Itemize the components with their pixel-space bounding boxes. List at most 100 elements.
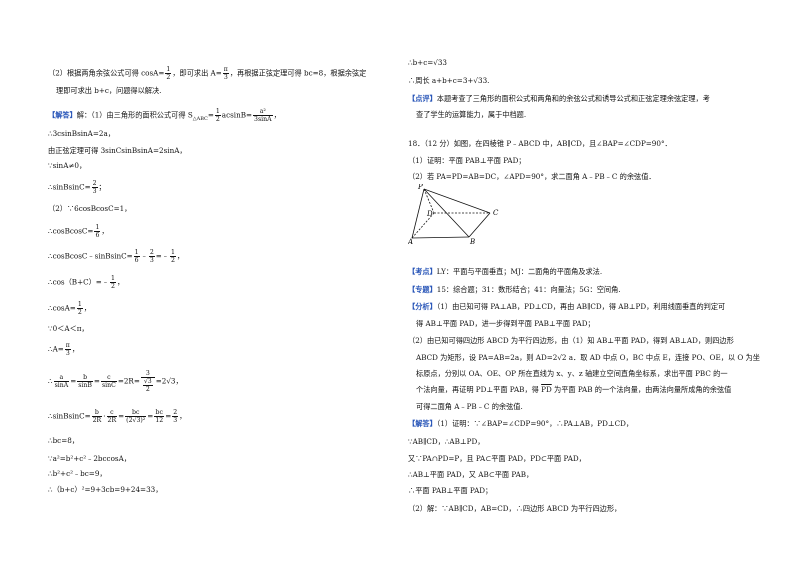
text: LY：平面与平面垂直；MJ：二面角的平面角及求法.	[436, 267, 603, 276]
denominator: 2	[145, 386, 150, 394]
numerator: 2	[172, 409, 179, 418]
text: ，即可求出 A=	[172, 68, 222, 78]
numerator: c	[106, 409, 118, 418]
line: （2）若 PA=PD=AB=DC，∠APD=90°，求二面角 A﹣PB﹣C 的余…	[408, 172, 656, 181]
denominator: 3	[92, 188, 97, 196]
line-comment: 【点评】本题考查了三角形的面积公式和两角和的余弦公式和诱导公式和正弦定理余弦定理…	[408, 95, 710, 102]
text: ∴A=	[48, 344, 64, 354]
numerator: bc	[154, 409, 165, 418]
text: =	[70, 376, 77, 386]
text: =	[165, 411, 172, 421]
line: （2）∵6cosBcosC=1，	[48, 204, 132, 213]
denominator: 2	[111, 283, 115, 291]
denominator: 12	[155, 417, 164, 425]
line: （2）解：∵AB∥CD，AB=CD，∴四边形 ABCD 为平行四边形，	[408, 504, 622, 513]
text: 解：（1）由三角形的面积公式可得 S	[76, 110, 193, 120]
line: 又∵PA∩PD=P，且 PA⊂平面 PAD，PD⊂平面 PAD，	[408, 454, 586, 463]
comment-tag: 【点评】	[408, 94, 437, 103]
line: ∴AB⊥平面 PAD，又 AB⊂平面 PAB，	[408, 470, 534, 479]
text: ，	[176, 251, 185, 261]
text: ∴cosBcosC=	[48, 226, 94, 236]
numerator: b	[77, 374, 93, 383]
numerator: a	[53, 374, 70, 383]
denominator: 3	[149, 257, 154, 265]
denominator: 3	[173, 417, 178, 425]
denominator: (2√3)²	[126, 417, 146, 425]
text: ，	[101, 226, 109, 236]
line: ∴（b+c）²=9+3cb=9+24=33，	[48, 485, 163, 494]
denominator: 6	[134, 257, 139, 265]
numerator: 1	[133, 249, 140, 258]
vector-PD: PD	[541, 385, 552, 394]
line: ∵AB∥CD，∴AB⊥PD，	[408, 437, 485, 446]
numerator: π	[64, 342, 71, 351]
label-C: C	[493, 209, 499, 217]
text: ∴cos（B+C）=﹣	[48, 277, 110, 287]
denominator: 3sinA	[254, 116, 272, 124]
line: ABCD 为矩形，设 PA=AB=2a，则 AD=2√2 a．取 AD 中点 O…	[416, 353, 760, 362]
denominator: 6	[95, 232, 100, 240]
text: ·	[103, 411, 106, 421]
zhuanti-tag: 【专题】	[408, 285, 437, 294]
kaodian-tag: 【考点】	[408, 267, 437, 276]
text: 为平面 PAB 的一个法向量，由两法向量所成角的余弦值	[551, 385, 732, 394]
text: ，	[273, 110, 281, 120]
text: 个法向量，再证明 PD⊥平面 PAB，得	[416, 385, 542, 394]
text: （1）由已知可得 PA⊥AB，PD⊥CD，再由 AB∥CD，得 AB⊥PD，利用…	[436, 302, 726, 311]
denominator: 2	[170, 257, 175, 265]
line: ∴周长 a+b+c=3+√33.	[408, 76, 490, 85]
text: ﹣	[140, 251, 148, 261]
numerator: 2	[91, 180, 98, 189]
label-B: B	[469, 238, 475, 246]
fraction: bc(2√3)²	[125, 409, 147, 425]
line: ∴平面 PAB⊥平面 PAD；	[408, 486, 493, 495]
label-A: A	[408, 238, 413, 246]
text: =	[147, 411, 154, 421]
line-zhuanti: 【专题】15：综合题；31：数形结合；41：向量法；5G：空间角.	[408, 286, 621, 293]
numerator: 3	[140, 370, 155, 379]
numerator: π	[222, 66, 229, 75]
line: 可得二面角 A﹣PB﹣C 的余弦值.	[416, 402, 523, 411]
edge-PA	[411, 188, 425, 239]
numerator: c	[100, 374, 117, 383]
numerator: bc	[125, 409, 147, 418]
answer-tag: 【解答】	[48, 110, 77, 120]
line: 标原点，分别以 OA、OE、OP 所在直线为 x、y、z 轴建立空间直角坐标系，…	[416, 369, 728, 378]
edge-AB	[411, 236, 470, 239]
label-P: P	[417, 184, 423, 191]
text: ，	[116, 277, 125, 287]
denominator: 3	[65, 350, 70, 358]
text: =	[93, 376, 100, 386]
text: ∴sinBsinC=	[48, 411, 91, 421]
denominator: 2R	[107, 417, 117, 425]
text: acsinB=	[221, 110, 253, 120]
line: 由正弦定理可得 3sinCsinBsinA=2sinA，	[48, 146, 187, 155]
line: ∴b+c=√33	[408, 58, 447, 67]
edge-BC	[468, 212, 491, 238]
text: ，	[83, 303, 91, 313]
line: ∴bc=8，	[48, 436, 79, 445]
denominator: 2	[215, 116, 220, 124]
line: 个法向量，再证明 PD⊥平面 PAB，得 PD 为平面 PAB 的一个法向量，由…	[416, 386, 731, 393]
line: ∴3csinBsinA=2a，	[48, 129, 115, 138]
line: ∵a²=b²+c²﹣2bccosA，	[48, 454, 131, 463]
fenxi-tag: 【分析】	[408, 302, 437, 311]
line-fenxi: 【分析】（1）由已知可得 PA⊥AB，PD⊥CD，再由 AB∥CD，得 AB⊥P…	[408, 303, 725, 310]
line-jieda: 【解答】（1）证明：∵∠BAP=∠CDP=90°，∴PA⊥AB，PD⊥CD，	[408, 420, 633, 427]
